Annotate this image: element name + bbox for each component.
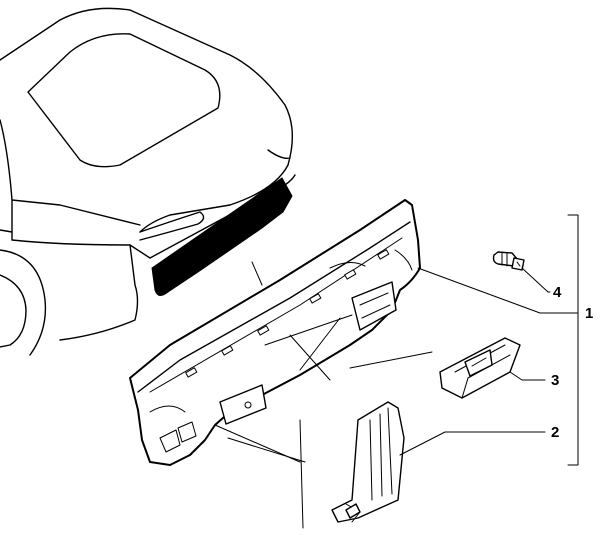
callout-2-leader: [399, 431, 546, 456]
rear-seal-strip: [151, 177, 293, 296]
fastener-pin-part: [492, 251, 525, 271]
tall-bracket-part: [331, 401, 405, 523]
callout-4-label: 4: [553, 284, 562, 301]
rear-panel-part: [129, 199, 421, 466]
callout-3-leader: [509, 371, 546, 381]
callout-2-label: 2: [551, 424, 559, 441]
panel-guide-lines: [214, 267, 541, 529]
callout-1-label: 1: [585, 305, 593, 322]
callout-4-leader: [521, 267, 551, 293]
callout-3-label: 3: [551, 372, 559, 389]
callout-1-bracket: [567, 214, 579, 466]
callout-leaders: [399, 214, 579, 466]
car-to-part-pointer: [251, 261, 263, 286]
small-bracket-part: [439, 337, 521, 399]
